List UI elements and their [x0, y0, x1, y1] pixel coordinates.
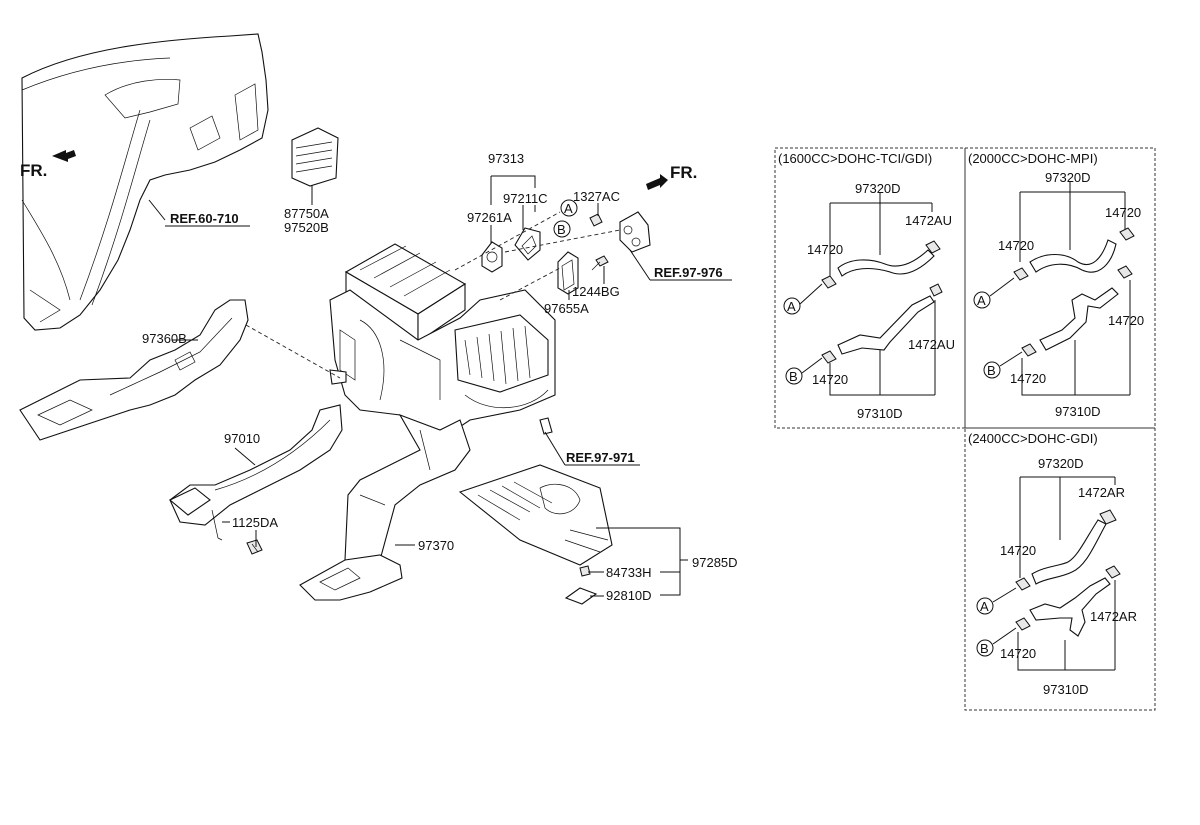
v1-callout-a: A: [787, 299, 796, 314]
label-84733h: 84733H: [606, 565, 652, 580]
leader-lines-main: [148, 175, 732, 597]
v3-clamp-left: 14720: [1000, 543, 1036, 558]
front-label-right: FR.: [670, 163, 697, 182]
v3-clamp-right-bottom: 1472AR: [1090, 609, 1137, 624]
front-arrow-left: FR.: [20, 150, 76, 180]
label-97261a: 97261A: [467, 210, 512, 225]
v2-clamp-bottom: 14720: [1010, 371, 1046, 386]
svg-text:B: B: [557, 222, 566, 237]
ref-97-976: REF.97-976: [654, 265, 723, 280]
bolt-1244bg: [591, 255, 609, 271]
variant-header-2000cc: (2000CC>DOHC-MPI): [968, 151, 1098, 166]
label-97285d: 97285D: [692, 555, 738, 570]
dashed-connection-lines: [245, 211, 621, 379]
screw-1125da: [246, 539, 263, 555]
variant-header-2400cc: (2400CC>DOHC-GDI): [968, 431, 1098, 446]
cover-92810d: [564, 587, 598, 605]
variant-box-2000cc: (2000CC>DOHC-MPI) 97320D 14720 14720 147…: [964, 147, 1156, 429]
v3-callout-b: B: [980, 641, 989, 656]
label-1244bg: 1244BG: [572, 284, 620, 299]
v1-upper-hose-label: 97320D: [855, 181, 901, 196]
v1-clamp-bottom: 14720: [812, 372, 848, 387]
variant-box-1600cc: (1600CC>DOHC-TCI/GDI) 97320D 1472AU 1472…: [774, 147, 966, 429]
label-97360b: 97360B: [142, 331, 187, 346]
front-arrow-right: FR.: [646, 163, 697, 190]
label-97313: 97313: [488, 151, 524, 166]
label-1327ac: 1327AC: [573, 189, 620, 204]
v2-clamp-left: 14720: [998, 238, 1034, 253]
label-92810d: 92810D: [606, 588, 652, 603]
front-label-left: FR.: [20, 161, 47, 180]
ref-97-971: REF.97-971: [566, 450, 635, 465]
v3-lower-hose-label: 97310D: [1043, 682, 1089, 697]
v3-clamp-right-top: 1472AR: [1078, 485, 1125, 500]
duct-97010: [168, 404, 343, 541]
variant-box-2400cc: (2400CC>DOHC-GDI) 97320D 1472AR 14720 14…: [964, 427, 1156, 711]
v2-clamp-right-top: 14720: [1105, 205, 1141, 220]
duct-97370: [299, 554, 403, 601]
gasket-97261a: [481, 241, 503, 273]
callout-a-main: A: [560, 199, 578, 217]
callout-b-main: B: [553, 220, 571, 238]
label-97370: 97370: [418, 538, 454, 553]
v1-callout-b: B: [789, 369, 798, 384]
svg-text:A: A: [564, 201, 573, 216]
tray-97285d: [458, 464, 613, 566]
label-97520b: 97520B: [284, 220, 329, 235]
v1-clamp-left: 14720: [807, 242, 843, 257]
v1-clamp-right-bottom: 1472AU: [908, 337, 955, 352]
vent-grille-87750a: [291, 127, 339, 187]
gasket-97211c: [514, 227, 541, 261]
label-97010: 97010: [224, 431, 260, 446]
main-labels: 87750A 97520B REF.60-710 97313 97211C 13…: [142, 151, 738, 603]
clip-84733h: [579, 565, 591, 577]
pipe-fitting-ref97976: [619, 211, 651, 253]
v2-upper-hose-label: 97320D: [1045, 170, 1091, 185]
clip-1327ac: [589, 213, 603, 227]
v1-lower-hose-label: 97310D: [857, 406, 903, 421]
heater-unit-illustration: [329, 243, 556, 576]
ref-60-710: REF.60-710: [170, 211, 239, 226]
grommet-97655a: [557, 251, 579, 295]
v2-callout-a: A: [977, 293, 986, 308]
duct-97360b: [19, 299, 249, 441]
v3-callout-a: A: [980, 599, 989, 614]
v2-clamp-right-bottom: 14720: [1108, 313, 1144, 328]
label-1125da: 1125DA: [232, 515, 278, 530]
label-97655a: 97655A: [544, 301, 589, 316]
label-87750a: 87750A: [284, 206, 329, 221]
label-97211c: 97211C: [503, 191, 548, 206]
variant-header-1600cc: (1600CC>DOHC-TCI/GDI): [778, 151, 932, 166]
v2-callout-b: B: [987, 363, 996, 378]
v3-upper-hose-label: 97320D: [1038, 456, 1084, 471]
v3-clamp-bottom: 14720: [1000, 646, 1036, 661]
v2-lower-hose-label: 97310D: [1055, 404, 1101, 419]
quarter-panel-illustration: [21, 33, 269, 331]
v1-clamp-right-top: 1472AU: [905, 213, 952, 228]
